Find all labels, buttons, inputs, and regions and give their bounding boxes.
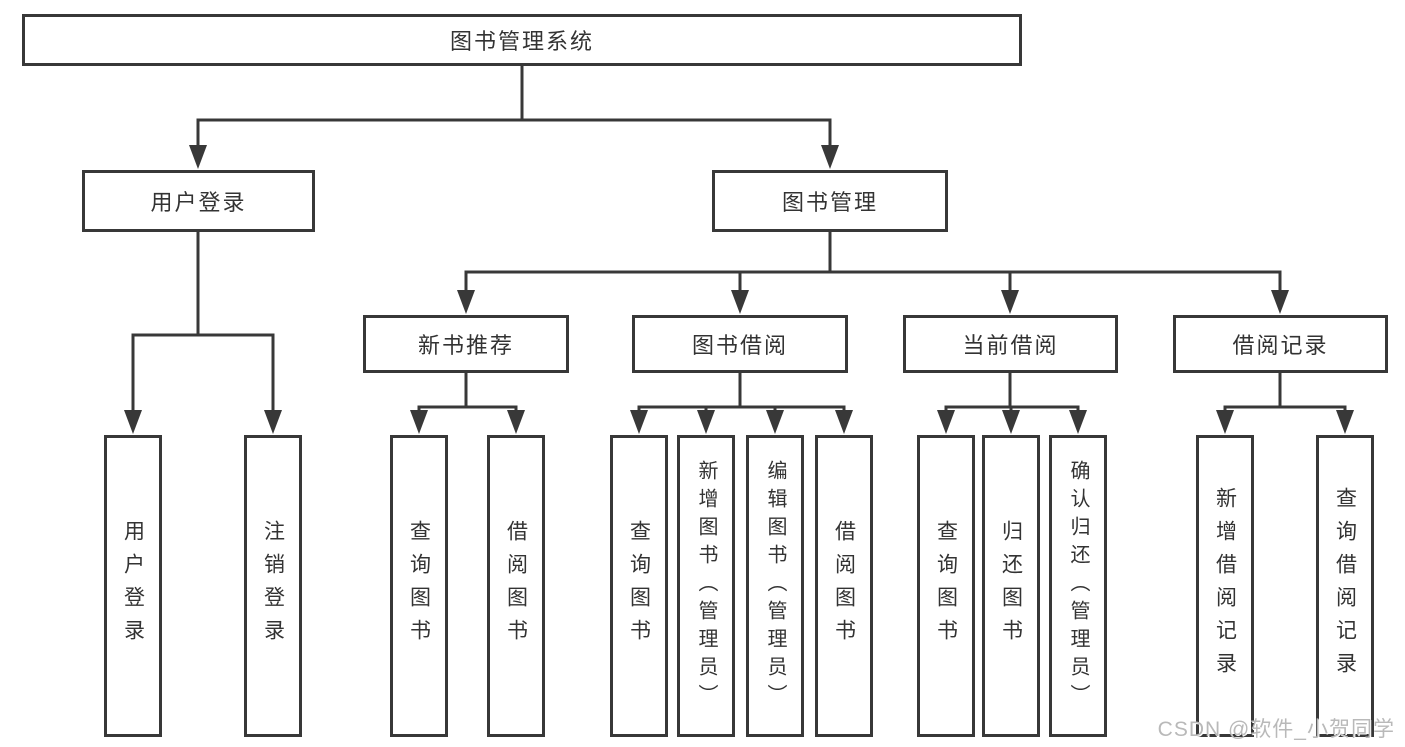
leaf-newbook-query-books: 查询图书 [390,435,448,737]
node-new-book-recommendation: 新书推荐 [363,315,569,373]
node-library-management-system: 图书管理系统 [22,14,1022,66]
node-borrowing-records: 借阅记录 [1173,315,1388,373]
leaf-logout: 注销登录 [244,435,302,737]
leaf-borrowing-borrow-books: 借阅图书 [815,435,873,737]
node-book-management: 图书管理 [712,170,948,232]
node-current-borrowing: 当前借阅 [903,315,1118,373]
leaf-records-add-borrow-record: 新增借阅记录 [1196,435,1254,737]
leaf-user-login: 用户登录 [104,435,162,737]
node-book-borrowing: 图书借阅 [632,315,848,373]
leaf-records-query-borrow-record: 查询借阅记录 [1316,435,1374,737]
leaf-current-confirm-return-admin: 确认归还（管理员） [1049,435,1107,737]
arrowheads [124,145,1354,434]
node-user-login: 用户登录 [82,170,315,232]
leaf-borrowing-add-books-admin: 新增图书（管理员） [677,435,735,737]
leaf-current-return-books: 归还图书 [982,435,1040,737]
leaf-newbook-borrow-books: 借阅图书 [487,435,545,737]
leaf-borrowing-edit-books-admin: 编辑图书（管理员） [746,435,804,737]
leaf-borrowing-query-books: 查询图书 [610,435,668,737]
leaf-current-query-books: 查询图书 [917,435,975,737]
csdn-watermark: CSDN @软件_小贺同学 [1157,718,1395,741]
